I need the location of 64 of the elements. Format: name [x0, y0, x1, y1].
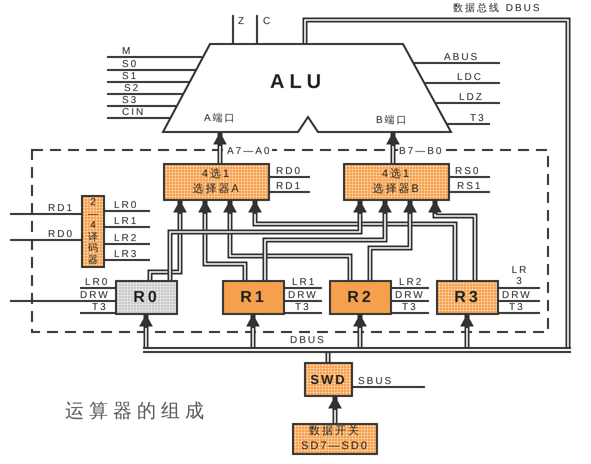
signal-label: RS1 [457, 181, 482, 192]
mux-label: 选择器B [372, 182, 421, 197]
swd-label: SWD [310, 372, 347, 387]
register-label: R1 [240, 288, 267, 306]
signal-label: ABUS [444, 52, 480, 63]
signal-label: LDZ [459, 92, 484, 103]
signal-label: Z [238, 16, 246, 27]
signal-label: LR1 [114, 216, 138, 227]
bus-bar [143, 347, 571, 353]
mux-box [163, 163, 270, 201]
signal-label: S2 [124, 83, 140, 94]
signal-label: T3 [92, 302, 108, 313]
decoder-box [81, 195, 105, 268]
signal-label: RD1 [48, 203, 74, 214]
signal-label: LR1 [292, 277, 316, 288]
signal-label: LR0 [114, 200, 138, 211]
signal-label: S3 [122, 95, 138, 106]
switch-box [292, 423, 378, 455]
register-box [436, 280, 499, 315]
signal-label: DRW [288, 290, 318, 301]
register-label: R2 [347, 288, 374, 306]
signal-label: DBUS [290, 335, 326, 346]
signal-label: C [263, 16, 272, 27]
signal-label: T3 [295, 302, 311, 313]
mux-box [343, 163, 450, 201]
signal-label: S0 [122, 59, 138, 70]
switch-label: 数据开关 [309, 424, 361, 439]
decoder-label: 2—4译码器 [88, 197, 98, 266]
edge-label: B7—B0 [398, 146, 444, 157]
signal-label: M [122, 46, 132, 57]
signal-label: RD0 [276, 166, 302, 177]
register-label: R0 [133, 288, 160, 306]
register-box [329, 280, 392, 315]
signal-label: LDC [457, 72, 484, 83]
caption: 运算器的组成 [65, 400, 209, 424]
mux-label: 4选1 [202, 167, 232, 182]
signal-label: CIN [122, 107, 146, 118]
signal-label: T3 [470, 113, 486, 124]
switch-label: SD7—SD0 [301, 439, 369, 454]
signal-label: DRW [80, 290, 110, 301]
alu-label: ALU [270, 71, 326, 94]
signal-label: DRW [502, 290, 532, 301]
signal-label: LR2 [399, 277, 424, 288]
signal-label: LR3 [114, 249, 138, 260]
signal-label: SBUS [358, 376, 394, 387]
port-label: B端口 [376, 114, 409, 127]
signal-label: LR3 [510, 265, 530, 287]
swd-box [304, 362, 353, 397]
signal-label: LR2 [114, 233, 138, 244]
signal-label: RD0 [48, 229, 74, 240]
edge-label: A7—A0 [226, 146, 272, 157]
signal-label: S1 [122, 71, 138, 82]
register-label: R3 [454, 288, 481, 306]
signal-label: DRW [395, 290, 425, 301]
signal-label: T3 [402, 302, 418, 313]
signal-label: RD1 [276, 181, 302, 192]
signal-label: RS0 [455, 166, 480, 177]
mux-label: 选择器A [192, 182, 241, 197]
signal-label: T3 [509, 302, 525, 313]
register-box [222, 280, 285, 315]
port-label: A端口 [204, 112, 237, 125]
register-box [115, 280, 178, 315]
signal-label: LR0 [85, 277, 110, 288]
mux-label: 4选1 [382, 167, 412, 182]
